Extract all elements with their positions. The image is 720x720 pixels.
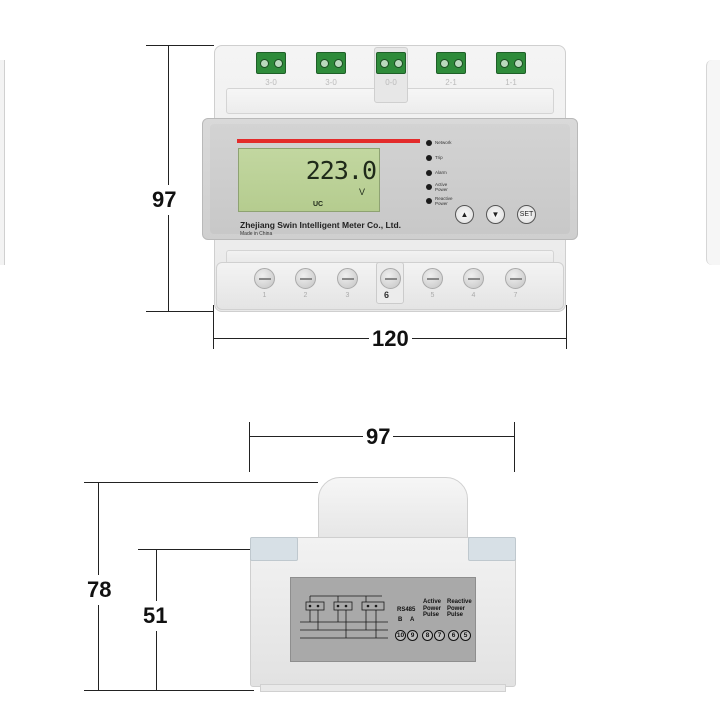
wiring-label-plate [290, 577, 476, 662]
side-lip-right [468, 537, 516, 561]
dim-extension-left [213, 305, 214, 349]
lcd-mode: UC [313, 201, 324, 208]
terminal-label: 3-0 [325, 78, 337, 87]
dim-extension-top [84, 482, 318, 483]
pin-number: 10 [395, 630, 406, 641]
terminal-number: 7 [513, 292, 518, 299]
pin-letter: B [398, 617, 403, 623]
terminal-block[interactable] [496, 52, 526, 74]
trip-led-icon [426, 155, 432, 161]
screw-terminal[interactable] [380, 268, 401, 289]
terminal-label: 2-1 [445, 78, 457, 87]
dim-extension-body-top [138, 549, 250, 550]
dim-side-width-label: 97 [363, 424, 394, 450]
screw-terminal[interactable] [422, 268, 443, 289]
terminal-block[interactable] [316, 52, 346, 74]
dim-extension-top [146, 45, 214, 46]
down-button[interactable]: ▼ [486, 205, 505, 224]
dim-height-label: 97 [152, 185, 177, 215]
lcd-reading: 223.0 [305, 156, 377, 185]
brand-name: Zhejiang Swin Intelligent Meter Co., Ltd… [240, 220, 402, 230]
down-arrow-icon: ▼ [491, 210, 500, 219]
dim-height-line [168, 45, 169, 311]
set-button[interactable]: SET [517, 205, 536, 224]
terminal-block[interactable] [436, 52, 466, 74]
dim-extension-right [514, 422, 515, 472]
dim-extension-bottom [146, 311, 214, 312]
terminal-number: 5 [430, 292, 435, 299]
terminal-number: 3 [345, 292, 350, 299]
reactive-power-led-icon [426, 198, 432, 204]
indicator-label: Active Power [435, 182, 448, 192]
terminal-label: 1-1 [505, 78, 517, 87]
terminal-label: 3-0 [265, 78, 277, 87]
indicator-label: Reactive Power [435, 196, 453, 206]
indicator-label: Trip [435, 155, 443, 160]
rs485-label: RS485 [397, 607, 416, 613]
alarm-led-icon [426, 170, 432, 176]
accent-bar [237, 139, 420, 143]
terminal-number: 4 [471, 292, 476, 299]
screw-terminal[interactable] [254, 268, 275, 289]
pin-number: 8 [422, 630, 433, 641]
dim-extension-bottom [84, 690, 254, 691]
din-rail-clip [260, 684, 506, 692]
pin-number: 6 [448, 630, 459, 641]
active-pulse-label: Active Power Pulse [423, 599, 442, 618]
pin-number: 7 [434, 630, 445, 641]
terminal-block[interactable] [376, 52, 406, 74]
screw-terminal[interactable] [505, 268, 526, 289]
terminal-number: 1 [262, 292, 267, 299]
screw-terminal[interactable] [463, 268, 484, 289]
lcd-screen [238, 148, 380, 212]
lcd-unit: V [359, 187, 366, 197]
up-button[interactable]: ▲ [455, 205, 474, 224]
dim-width-label: 120 [369, 326, 412, 352]
dim-total-height-label: 78 [87, 575, 112, 605]
dim-body-height-label: 51 [143, 601, 168, 631]
dim-extension-right [566, 305, 567, 349]
dim-extension-left [249, 422, 250, 472]
terminal-label: 0-0 [385, 78, 397, 87]
terminal-block[interactable] [256, 52, 286, 74]
center-bolt-label: 6 [384, 290, 390, 300]
origin-label: Made in China [240, 231, 273, 237]
pin-number: 9 [407, 630, 418, 641]
adjacent-device-edge-left [0, 60, 5, 265]
pin-number: 5 [460, 630, 471, 641]
indicator-label: Network [435, 140, 452, 145]
indicator-label: Alarm [435, 170, 447, 175]
up-arrow-icon: ▲ [460, 210, 469, 219]
pin-letter: A [410, 617, 415, 623]
screw-terminal[interactable] [337, 268, 358, 289]
side-cover-top [318, 477, 468, 547]
terminal-number: 2 [303, 292, 308, 299]
screw-terminal[interactable] [295, 268, 316, 289]
reactive-pulse-label: Reactive Power Pulse [447, 599, 472, 618]
network-led-icon [426, 140, 432, 146]
wiring-diagram-icon [300, 595, 388, 639]
active-power-led-icon [426, 184, 432, 190]
adjacent-device-edge-right [706, 60, 720, 265]
side-lip-left [250, 537, 298, 561]
set-icon: SET [519, 211, 534, 218]
